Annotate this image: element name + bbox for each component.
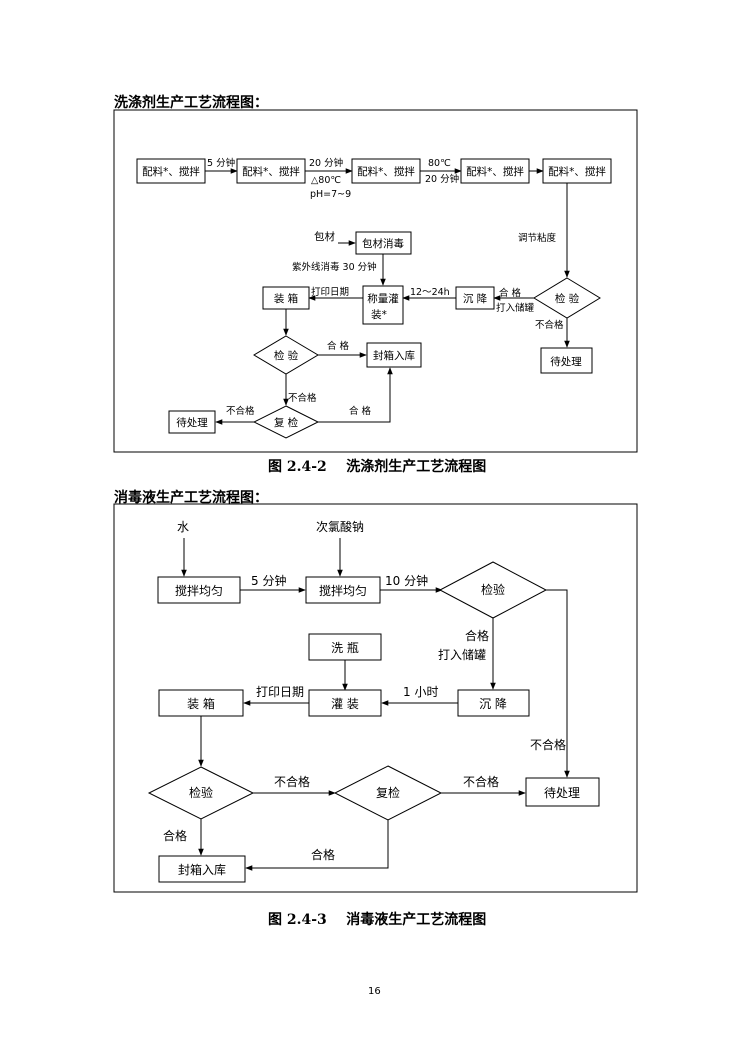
arrow — [245, 820, 389, 871]
pending-box-1: 待处理 — [540, 347, 593, 374]
label-water: 水 — [177, 520, 189, 534]
inspect-diamond-2: 检验 — [147, 766, 255, 820]
svg-text:搅拌均匀: 搅拌均匀 — [319, 583, 367, 598]
label-pass-c: 合格 — [311, 847, 335, 862]
svg-text:灌 装: 灌 装 — [331, 697, 359, 711]
stir-box-2: 搅拌均匀 — [305, 576, 381, 604]
svg-text:检验: 检验 — [189, 785, 213, 800]
label-10min: 10 分钟 — [385, 573, 428, 588]
svg-text:配料*、搅拌: 配料*、搅拌 — [357, 165, 415, 178]
mix-box-1: 配料*、搅拌 — [136, 158, 206, 184]
stir-box-1: 搅拌均匀 — [157, 576, 241, 604]
svg-text:包材消毒: 包材消毒 — [362, 237, 404, 250]
inspect-diamond-2: 检 验 — [253, 335, 319, 375]
store-box: 封箱入库 — [366, 342, 422, 368]
page-number: 16 — [368, 986, 381, 997]
svg-text:沉 降: 沉 降 — [463, 292, 488, 305]
label-sodium-hypochlorite: 次氯酸钠 — [316, 519, 364, 534]
label-fail: 不合格 — [535, 319, 564, 331]
svg-text:称量灌: 称量灌 — [367, 292, 399, 305]
arrow — [546, 589, 570, 778]
svg-text:封箱入库: 封箱入库 — [178, 862, 226, 877]
boxing-box: 装 箱 — [158, 689, 244, 717]
fill-box: 灌 装 — [308, 689, 382, 717]
figure-frame — [113, 503, 638, 893]
label-hours: 12～24h — [410, 287, 450, 298]
label-fail-b: 不合格 — [274, 774, 310, 789]
svg-text:配料*、搅拌: 配料*、搅拌 — [242, 165, 300, 178]
settle-box: 沉 降 — [457, 689, 530, 717]
svg-text:待处理: 待处理 — [550, 355, 582, 368]
heading-disinfectant: 消毒液生产工艺流程图： — [114, 490, 268, 506]
svg-text:配料*、搅拌: 配料*、搅拌 — [466, 165, 524, 178]
svg-text:封箱入库: 封箱入库 — [373, 349, 415, 362]
recheck-diamond: 复 检 — [252, 405, 320, 439]
label-fail-a: 不合格 — [530, 737, 566, 752]
svg-text:装 箱: 装 箱 — [187, 696, 215, 711]
label-1h: 1 小时 — [403, 685, 438, 699]
svg-text:检 验: 检 验 — [274, 349, 299, 362]
svg-text:装 箱: 装 箱 — [274, 292, 298, 305]
arrow — [318, 367, 393, 423]
pending-box-2: 待处理 — [168, 410, 216, 434]
label-into-tank: 打入储罐 — [496, 302, 535, 314]
label-uv: 紫外线消毒 30 分钟 — [292, 261, 377, 273]
label-pass: 合格 — [465, 628, 489, 643]
label-pass-c: 合 格 — [349, 405, 372, 417]
svg-text:沉 降: 沉 降 — [479, 697, 507, 711]
svg-text:搅拌均匀: 搅拌均匀 — [175, 583, 223, 598]
caption-detergent: 图 2.4-2 洗涤剂生产工艺流程图 — [268, 459, 487, 475]
label-pass-b: 合格 — [163, 828, 187, 843]
svg-text:配料*、搅拌: 配料*、搅拌 — [142, 165, 200, 178]
svg-text:检 验: 检 验 — [555, 292, 580, 305]
label-temperature: △80℃ — [311, 175, 341, 186]
label-print-date: 打印日期 — [311, 286, 349, 298]
label-fail-c: 不合格 — [226, 405, 255, 417]
heading-detergent: 洗涤剂生产工艺流程图： — [114, 95, 268, 111]
svg-text:配料*、搅拌: 配料*、搅拌 — [548, 165, 606, 178]
pending-box: 待处理 — [525, 777, 600, 807]
svg-text:装*: 装* — [371, 308, 387, 321]
label-20min-b: 20 分钟 — [425, 173, 459, 185]
label-5min: 5 分钟 — [207, 157, 235, 169]
inspect-diamond-1: 检验 — [438, 561, 548, 619]
label-pack-material: 包材 — [314, 230, 335, 243]
figure-frame — [113, 109, 638, 453]
fill-box: 称量灌 装* — [362, 285, 404, 325]
label-fail-b: 不合格 — [288, 392, 317, 404]
svg-text:待处理: 待处理 — [176, 416, 208, 429]
store-box: 封箱入库 — [158, 855, 246, 883]
label-fail-c: 不合格 — [463, 774, 499, 789]
label-5min: 5 分钟 — [251, 573, 286, 588]
label-print-date: 打印日期 — [256, 685, 304, 699]
svg-text:复 检: 复 检 — [274, 416, 299, 429]
svg-text:检验: 检验 — [481, 582, 505, 597]
recheck-diamond: 复检 — [333, 765, 443, 821]
caption-disinfectant: 图 2.4-3 消毒液生产工艺流程图 — [268, 912, 487, 928]
label-ph: pH=7~9 — [310, 189, 351, 200]
label-into-tank: 打入储罐 — [438, 647, 486, 662]
svg-text:洗 瓶: 洗 瓶 — [331, 641, 359, 655]
label-pass: 合 格 — [499, 287, 522, 299]
svg-text:复检: 复检 — [376, 785, 400, 800]
wash-bottle-box: 洗 瓶 — [308, 633, 382, 661]
label-pass-b: 合 格 — [327, 340, 350, 352]
label-20min: 20 分钟 — [309, 157, 343, 169]
label-viscosity: 调节粘度 — [518, 232, 557, 244]
svg-text:待处理: 待处理 — [544, 786, 580, 800]
label-80c: 80℃ — [428, 158, 451, 169]
